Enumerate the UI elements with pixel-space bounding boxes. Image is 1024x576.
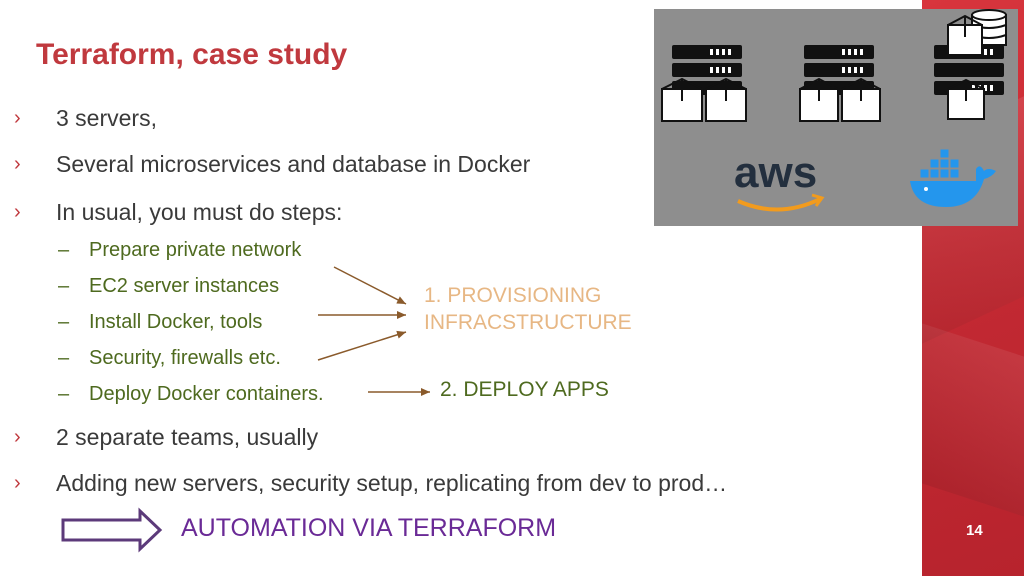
package-box-icon xyxy=(947,14,985,120)
docker-whale-icon xyxy=(910,148,996,207)
dash-marker: – xyxy=(58,383,70,405)
dash-marker: – xyxy=(58,239,70,261)
step-text: Install Docker, tools xyxy=(89,311,263,333)
infrastructure-illustration: aws xyxy=(654,9,1018,226)
automation-label: AUTOMATION VIA TERRAFORM xyxy=(181,514,557,542)
bullet-text: 2 separate teams, usually xyxy=(56,424,319,450)
step-text: Deploy Docker containers. xyxy=(89,383,324,405)
dash-marker: – xyxy=(58,347,70,369)
infrastructure-image: aws xyxy=(654,9,1018,226)
chevron-right-icon: › xyxy=(14,107,21,129)
step-text: Prepare private network xyxy=(89,239,302,261)
package-box-icon xyxy=(799,77,881,122)
bullet-text: In usual, you must do steps: xyxy=(56,199,343,225)
big-arrow-icon xyxy=(61,507,163,553)
arrow-icon xyxy=(317,330,407,361)
bullet-text: Adding new servers, security setup, repl… xyxy=(56,470,728,496)
package-box-icon xyxy=(661,77,747,122)
aws-logo: aws xyxy=(734,148,825,212)
slide-title: Terraform, case study xyxy=(36,38,348,71)
arrow-icon xyxy=(333,266,407,305)
dash-marker: – xyxy=(58,275,70,297)
chevron-right-icon: › xyxy=(14,426,21,448)
bullet-text: 3 servers, xyxy=(56,105,157,131)
aws-logo-text: aws xyxy=(734,148,817,197)
provisioning-label-line: INFRACSTRUCTURE xyxy=(424,311,632,334)
dash-marker: – xyxy=(58,311,70,333)
step-text: Security, firewalls etc. xyxy=(89,347,281,369)
chevron-right-icon: › xyxy=(14,153,21,175)
provisioning-label-line: 1. PROVISIONING xyxy=(424,284,602,307)
chevron-right-icon: › xyxy=(14,201,21,223)
chevron-right-icon: › xyxy=(14,472,21,494)
page-number: 14 xyxy=(966,522,983,539)
bullet-text: Several microservices and database in Do… xyxy=(56,151,531,177)
server-icon xyxy=(804,45,874,95)
provisioning-label: 1. PROVISIONING INFRACSTRUCTURE xyxy=(424,282,632,336)
deploy-apps-label: 2. DEPLOY APPS xyxy=(440,378,609,401)
step-text: EC2 server instances xyxy=(89,275,280,297)
